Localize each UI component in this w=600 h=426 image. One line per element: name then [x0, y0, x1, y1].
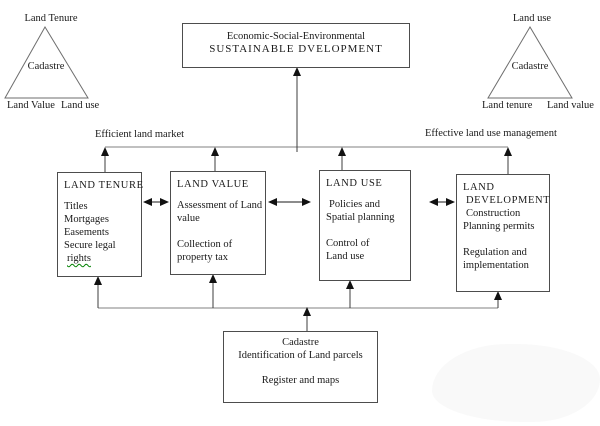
top-box-line2: SUSTAINABLE DVELOPMENT — [209, 43, 383, 55]
box-line: Spatial planning — [326, 212, 395, 223]
triangle-left-shape — [4, 26, 89, 99]
box-line: Secure legal — [64, 240, 116, 251]
double-arrow-tenure-value — [143, 198, 169, 206]
double-arrow-value-use — [268, 198, 311, 206]
box-line: Easements — [64, 227, 109, 238]
box-line: Titles — [64, 201, 88, 212]
box-line: property tax — [177, 252, 229, 263]
effective-land-use-label: Effective land use management — [425, 128, 557, 139]
box-line: implementation — [463, 260, 529, 271]
efficient-land-market-label: Efficient land market — [95, 129, 185, 140]
arrow-up-icon — [494, 291, 502, 300]
triangle-left-center-label: Cadastre — [27, 61, 65, 72]
box-line: Regulation and — [463, 247, 527, 258]
box-line — [177, 225, 261, 238]
arrow-right-icon — [160, 198, 169, 206]
cadastre-box-line3: Register and maps — [261, 375, 340, 386]
box-line: Policies and — [329, 199, 381, 210]
box-line: Assessment of Land — [177, 200, 263, 211]
box-line: Planning permits — [463, 221, 535, 232]
cadastre-box-line2: Identification of Land parcels — [238, 349, 363, 361]
arrow-right-icon — [302, 198, 311, 206]
arrow-left-icon — [268, 198, 277, 206]
box-line-misspelled: rights — [67, 253, 91, 264]
triangle-right-br-label: Land value — [547, 100, 594, 111]
box-line — [326, 224, 406, 237]
arrow-up-icon — [504, 147, 512, 156]
triangle-right-center-label: Cadastre — [511, 61, 549, 72]
arrow-up-icon — [209, 274, 217, 283]
arrow-left-icon — [143, 198, 152, 206]
double-arrow-use-development — [429, 198, 455, 206]
arrow-up-icon — [101, 147, 109, 156]
arrow-up-icon — [346, 280, 354, 289]
triangle-left-top-label: Land Tenure — [24, 13, 78, 24]
cadastre-box-line1: Cadastre — [282, 337, 319, 348]
box-line: Land use — [326, 251, 365, 262]
arrow-left-icon — [429, 198, 438, 206]
box-title: LAND TENURE — [64, 180, 144, 191]
land-tenure-box: LAND TENURE Titles Mortgages Easements S… — [57, 172, 144, 277]
box-title-line2: DEVELOPMENT — [466, 195, 551, 206]
box-line — [463, 233, 545, 246]
triangle-left-bl-label: Land Value — [7, 100, 55, 111]
triangle-right-shape — [487, 26, 573, 99]
box-line: value — [177, 213, 200, 224]
arrow-right-icon — [446, 198, 455, 206]
top-connector — [101, 67, 512, 175]
arrow-up-icon — [94, 276, 102, 285]
bottom-connector — [94, 274, 502, 331]
arrow-up-icon — [293, 67, 301, 76]
box-line: Collection of — [177, 239, 233, 250]
arrow-up-icon — [303, 307, 311, 316]
box-line: Mortgages — [64, 214, 109, 225]
watermark-smudge — [432, 344, 600, 422]
land-value-box: LAND VALUE Assessment of Land value Coll… — [170, 171, 266, 275]
arrow-up-icon — [211, 147, 219, 156]
box-title: LAND USE — [326, 178, 383, 189]
land-use-box: LAND USE Policies and Spatial planning C… — [319, 170, 411, 281]
box-line: Construction — [466, 208, 521, 219]
box-line: Control of — [326, 238, 370, 249]
land-development-box: LAND DEVELOPMENT Construction Planning p… — [456, 174, 550, 292]
triangle-right-bl-label: Land tenure — [482, 100, 533, 111]
cadastre-box: Cadastre Identification of Land parcels … — [223, 331, 378, 403]
triangle-left-br-label: Land use — [61, 100, 100, 111]
sustainable-development-box: Economic-Social-Environmental SUSTAINABL… — [182, 23, 410, 68]
top-box-line1: Economic-Social-Environmental — [226, 31, 366, 42]
triangle-right-top-label: Land use — [512, 13, 552, 24]
blank-line — [224, 362, 377, 375]
arrow-up-icon — [338, 147, 346, 156]
box-title: LAND VALUE — [177, 179, 249, 190]
box-title: LAND — [463, 182, 495, 193]
